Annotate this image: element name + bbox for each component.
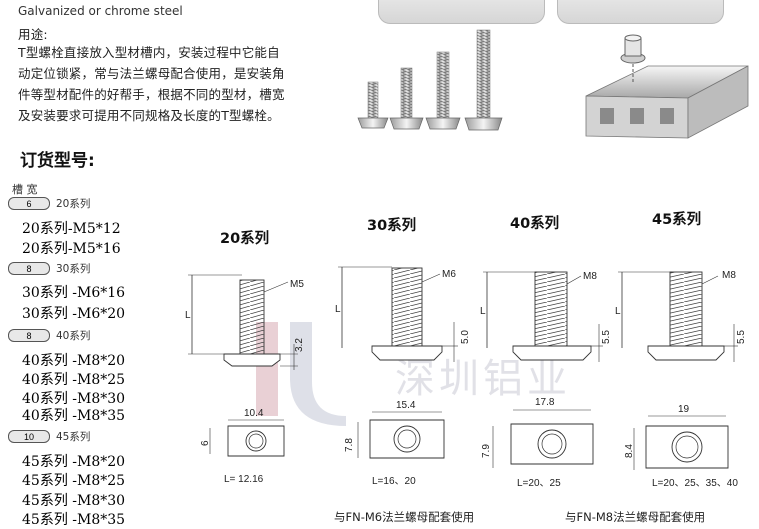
group-label: 45系列 bbox=[56, 431, 91, 443]
series-title-40: 40系列 bbox=[510, 216, 560, 232]
length-dim-label: L bbox=[185, 310, 191, 321]
watermark-text: 深圳铝业 bbox=[395, 356, 571, 402]
material-text: Galvanized or chrome steel bbox=[18, 4, 183, 18]
group-row-30: 8 30系列 bbox=[8, 262, 90, 275]
head-height-dim: 5.5 bbox=[736, 330, 747, 344]
thread-size-label: M8 bbox=[722, 270, 736, 281]
group-label: 20系列 bbox=[56, 198, 91, 210]
intro-line-3: 件等型材配件的好帮手，根据不同的型材，槽宽 bbox=[18, 87, 285, 102]
list-item: 45系列 -M8*25 bbox=[22, 473, 126, 489]
slot-gauge: 8 bbox=[8, 329, 50, 342]
list-item: 20系列-M5*16 bbox=[22, 241, 121, 257]
group-label: 40系列 bbox=[56, 330, 91, 342]
length-options: L= 12.16 bbox=[224, 474, 264, 485]
product-photo-box-right bbox=[557, 0, 724, 24]
list-item: 45系列 -M8*35 bbox=[22, 512, 126, 528]
order-models-title: 订货型号: bbox=[20, 151, 95, 171]
thread-size-label: M6 bbox=[442, 269, 456, 280]
drawing-series-20: L M5 3.2 10.4 6 L= 12.16 bbox=[185, 274, 305, 485]
list-item: 20系列-M5*12 bbox=[22, 221, 121, 237]
slot-width-header: 槽 宽 bbox=[12, 183, 38, 196]
list-item: 40系列 -M8*25 bbox=[22, 372, 126, 388]
usage-label: 用途: bbox=[18, 27, 48, 42]
product-photo-box-left bbox=[378, 0, 545, 24]
list-item: 45系列 -M8*20 bbox=[22, 454, 126, 470]
group-row-40: 8 40系列 bbox=[8, 329, 90, 342]
tbolt-photo-illustration bbox=[357, 29, 503, 131]
slot-gauge: 6 bbox=[8, 197, 50, 210]
length-options: L=20、25 bbox=[517, 478, 561, 489]
width-dim: 17.8 bbox=[535, 397, 555, 408]
list-item: 30系列 -M6*16 bbox=[22, 285, 126, 301]
group-label: 30系列 bbox=[56, 263, 91, 275]
list-item: 40系列 -M8*30 bbox=[22, 391, 126, 407]
length-options: L=20、25、35、40 bbox=[652, 478, 738, 489]
thickness-dim: 8.4 bbox=[624, 444, 635, 458]
length-options: L=16、20 bbox=[372, 476, 416, 487]
group-row-20: 6 20系列 bbox=[8, 197, 90, 210]
width-dim: 19 bbox=[678, 404, 690, 415]
slot-gauge: 10 bbox=[8, 430, 50, 443]
length-dim-label: L bbox=[615, 306, 621, 317]
thread-size-label: M5 bbox=[290, 279, 304, 290]
m6-nut-note: 与FN-M6法兰螺母配套使用 bbox=[334, 510, 475, 524]
intro-line-2: 动定位锁紧，常与法兰螺母配合使用，是安装角 bbox=[18, 66, 285, 81]
intro-line-1: T型螺栓直接放入型材槽内，安装过程中它能自 bbox=[18, 45, 280, 60]
list-item: 30系列 -M6*20 bbox=[22, 306, 126, 322]
intro-line-4: 及安装要求可提用不同规格及长度的T型螺栓。 bbox=[18, 108, 280, 123]
length-dim-label: L bbox=[335, 304, 341, 315]
thickness-dim: 7.9 bbox=[481, 444, 492, 458]
head-height-dim: 5.5 bbox=[601, 330, 612, 344]
drawing-series-45: L M8 5.5 19 8.4 L=20、25、35、40 bbox=[615, 270, 747, 489]
list-item: 45系列 -M8*30 bbox=[22, 493, 126, 509]
series-title-20: 20系列 bbox=[220, 231, 270, 247]
profile-assembly-illustration bbox=[585, 34, 749, 139]
head-height-dim: 5.0 bbox=[460, 330, 471, 344]
series-title-30: 30系列 bbox=[367, 218, 417, 234]
thickness-dim: 7.8 bbox=[344, 438, 355, 452]
thickness-dim: 6 bbox=[200, 440, 211, 446]
width-dim: 15.4 bbox=[396, 400, 416, 411]
length-dim-label: L bbox=[480, 306, 486, 317]
m8-nut-note: 与FN-M8法兰螺母配套使用 bbox=[565, 510, 706, 524]
width-dim: 10.4 bbox=[244, 408, 264, 419]
drawing-series-40: L M8 5.5 17.8 7.9 L=20、25 bbox=[480, 271, 612, 489]
watermark-logo-arc bbox=[290, 322, 346, 426]
head-height-dim: 3.2 bbox=[294, 338, 305, 352]
slot-gauge: 8 bbox=[8, 262, 50, 275]
list-item: 40系列 -M8*35 bbox=[22, 408, 126, 424]
series-title-45: 45系列 bbox=[652, 212, 702, 228]
list-item: 40系列 -M8*20 bbox=[22, 353, 126, 369]
thread-size-label: M8 bbox=[583, 271, 597, 282]
drawing-series-30: L M6 5.0 15.4 7.8 L=16、20 bbox=[335, 266, 471, 487]
group-row-45: 10 45系列 bbox=[8, 430, 90, 443]
